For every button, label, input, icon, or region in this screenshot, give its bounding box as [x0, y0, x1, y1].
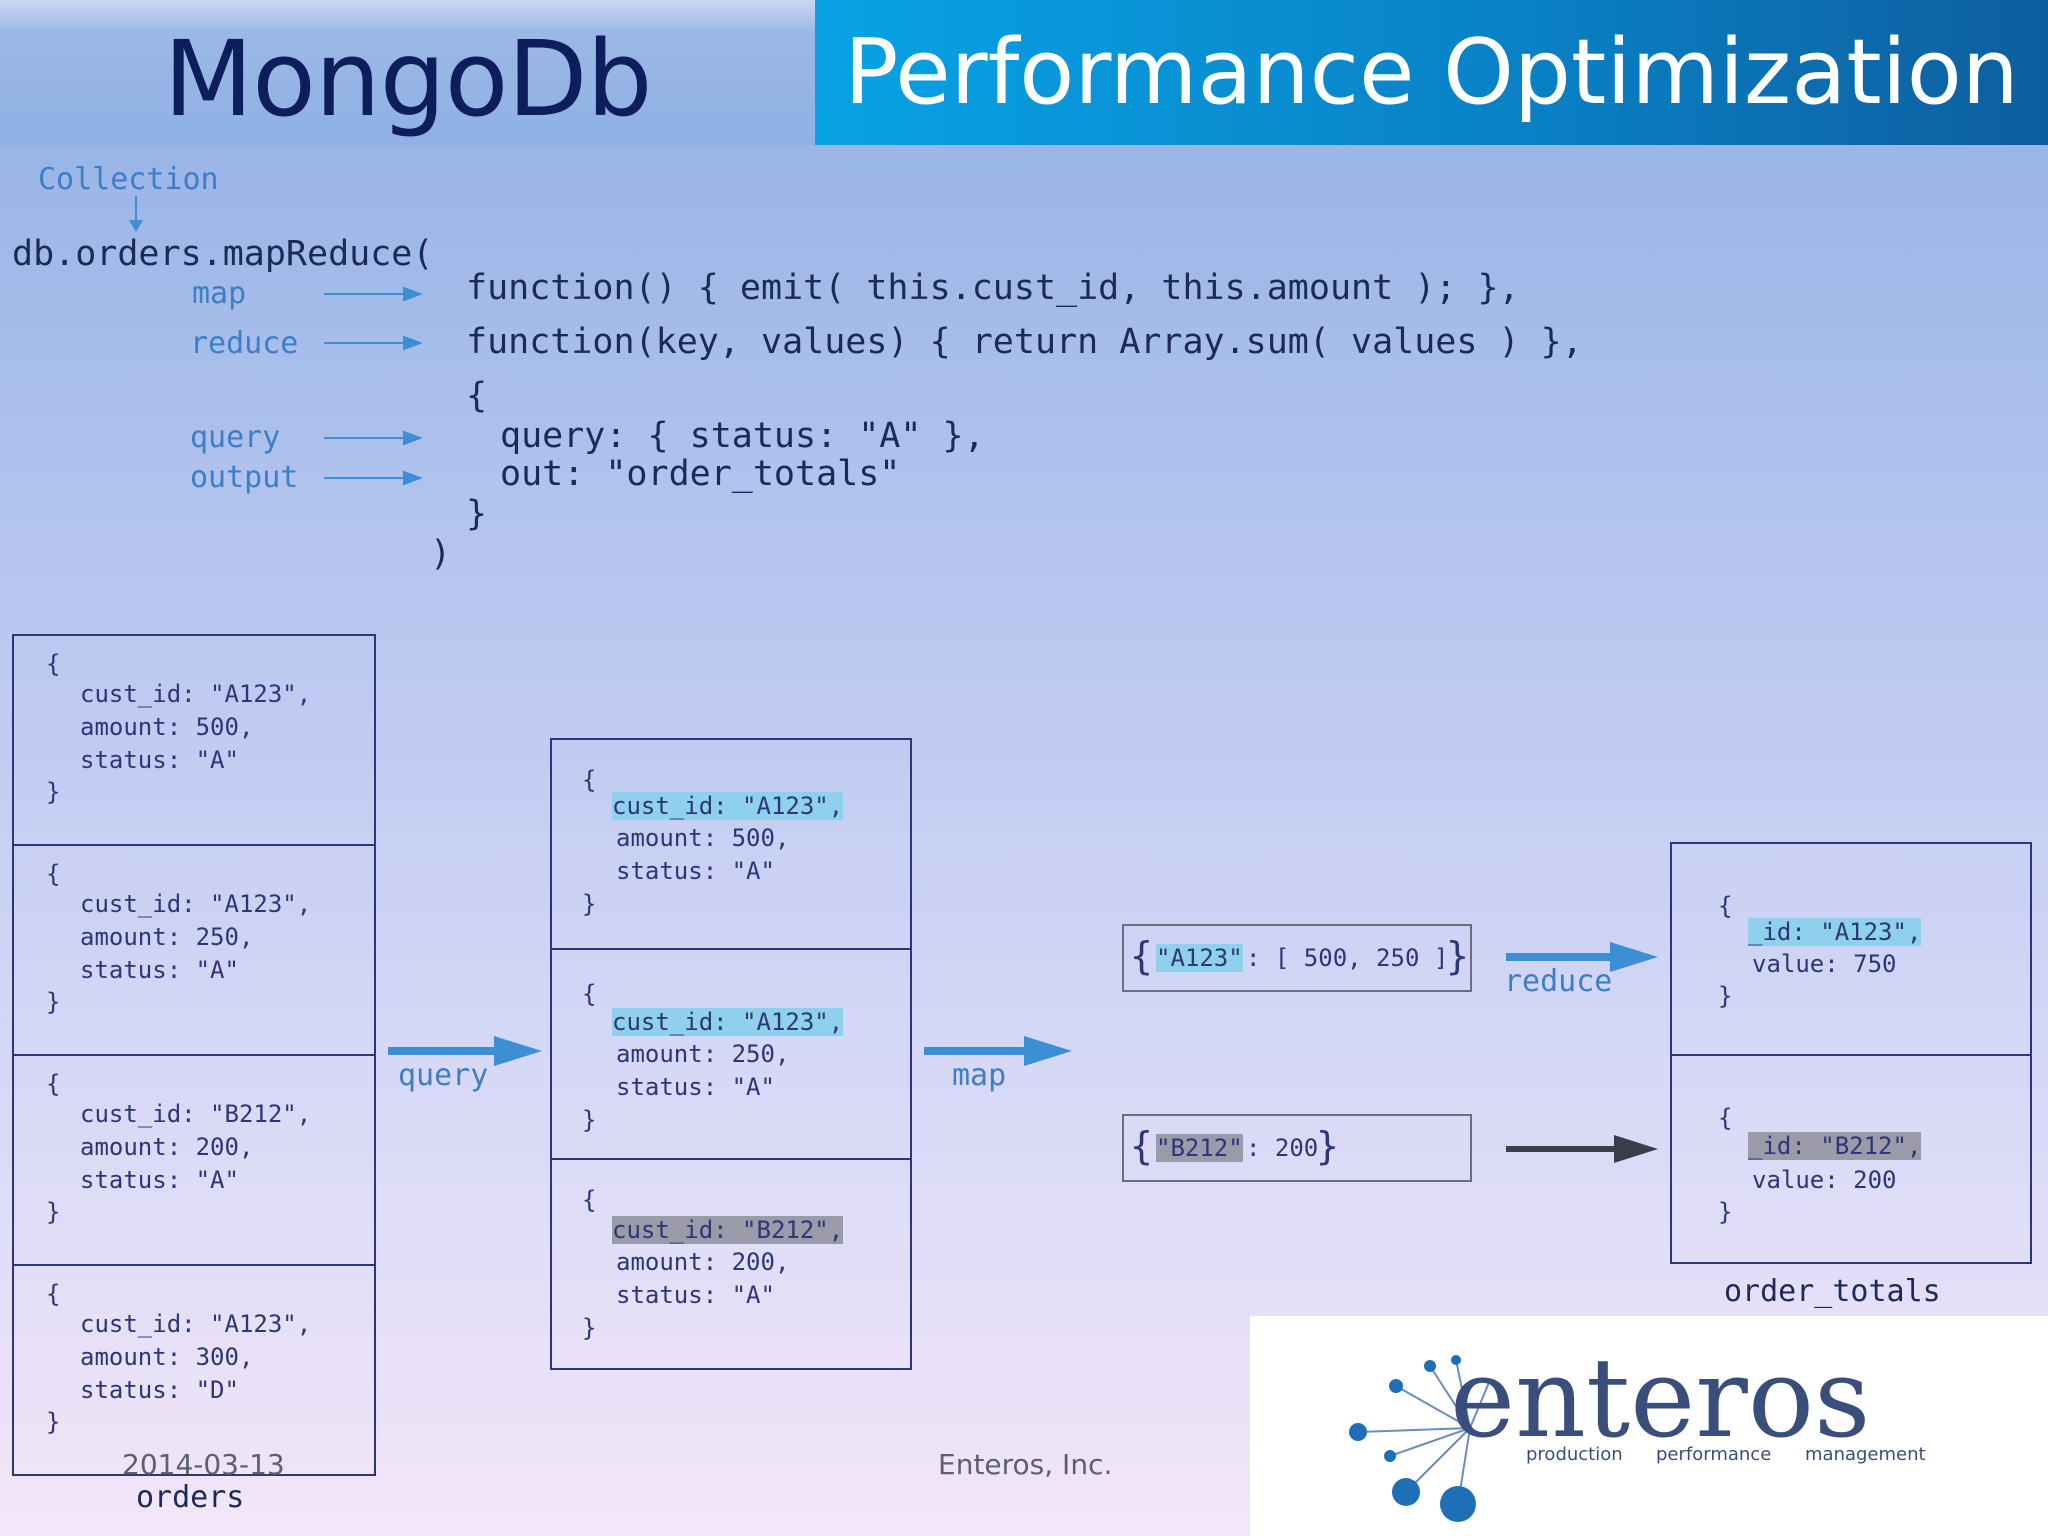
reduce-function: function(key, values) { return Array.sum… [466, 322, 1583, 362]
title-right-panel [815, 0, 2048, 145]
title-left-stripe [0, 0, 815, 30]
logo-network-icon [1349, 1355, 1491, 1522]
filtered-doc-3: { cust_id: "B212", amount: 200, status: … [550, 1158, 912, 1370]
result-doc-2-value: value: 200 [1752, 1166, 1897, 1194]
orders-doc-2: { cust_id: "A123", amount: 250, status: … [12, 844, 376, 1054]
orders-doc-2-amount: amount: 250, [80, 923, 254, 951]
result-doc-1: { _id: "A123", value: 750 } [1670, 842, 2032, 1054]
enteros-logo: enteros production performance managemen… [1250, 1316, 2048, 1536]
mapped-a123-key: "A123" [1156, 944, 1243, 972]
reduce-flow-label: reduce [1504, 964, 1613, 999]
page-title: MongoDb [163, 18, 652, 140]
orders-label: orders [136, 1480, 245, 1515]
orders-doc-4-amount: amount: 300, [80, 1343, 254, 1371]
orders-doc-1-cust-id: cust_id: "A123", [80, 680, 312, 708]
mapreduce-call: db.orders.mapReduce( [12, 234, 434, 274]
mapped-a123: { "A123" : [ 500, 250 ] } [1122, 924, 1472, 992]
orders-doc-1: { cust_id: "A123", amount: 500, status: … [12, 634, 376, 844]
orders-doc-3-cust-id: cust_id: "B212", [80, 1100, 312, 1128]
options-open-brace: { [466, 376, 488, 416]
passthrough-arrow-icon [1506, 1135, 1658, 1163]
filtered-doc-1: { cust_id: "A123", amount: 500, status: … [550, 738, 912, 948]
query-flow-label: query [398, 1058, 489, 1093]
code-label-arrows [324, 286, 422, 486]
map-flow-label: map [952, 1058, 1007, 1093]
reduce-flow-arrow-icon [1506, 942, 1658, 972]
footer-company: Enteros, Inc. [938, 1448, 1113, 1481]
orders-doc-4-status: status: "D" [80, 1376, 239, 1404]
filtered-doc-3-status: status: "A" [616, 1281, 775, 1309]
call-close-paren: ) [430, 534, 452, 574]
label-output: output [190, 460, 299, 495]
mapped-b212: { "B212" : 200 } [1122, 1114, 1472, 1182]
order-totals-label: order_totals [1724, 1274, 1941, 1309]
filtered-doc-2: { cust_id: "A123", amount: 250, status: … [550, 948, 912, 1158]
orders-doc-2-cust-id: cust_id: "A123", [80, 890, 312, 918]
collection-label: Collection [38, 162, 219, 197]
options-close-brace: } [466, 494, 488, 534]
orders-doc-4: { cust_id: "A123", amount: 300, status: … [12, 1264, 376, 1476]
footer-date: 2014-03-13 [122, 1448, 285, 1481]
orders-doc-1-amount: amount: 500, [80, 713, 254, 741]
logo-tagline-2: performance [1656, 1444, 1772, 1465]
orders-doc-4-cust-id: cust_id: "A123", [80, 1310, 312, 1338]
query-option: query: { status: "A" }, [500, 416, 985, 456]
filtered-doc-2-status: status: "A" [616, 1073, 775, 1101]
orders-doc-1-status: status: "A" [80, 746, 239, 774]
result-doc-2-id: _id: "B212", [1748, 1132, 1922, 1160]
orders-doc-3-amount: amount: 200, [80, 1133, 254, 1161]
result-doc-1-id: _id: "A123", [1748, 918, 1922, 946]
filtered-doc-3-cust-id: cust_id: "B212", [612, 1216, 844, 1244]
mapped-b212-value: : 200 [1246, 1134, 1319, 1162]
out-option: out: "order_totals" [500, 454, 901, 494]
logo-tagline-1: production [1526, 1444, 1623, 1465]
mapped-a123-values: : [ 500, 250 ] [1246, 944, 1449, 972]
filtered-doc-1-cust-id: cust_id: "A123", [612, 792, 844, 820]
query-flow-arrow-icon [388, 1036, 542, 1066]
label-map: map [192, 276, 247, 311]
orders-doc-3-status: status: "A" [80, 1166, 239, 1194]
filtered-doc-2-cust-id: cust_id: "A123", [612, 1008, 844, 1036]
logo-tagline-3: management [1805, 1444, 1926, 1465]
logo-wordmark: enteros [1450, 1334, 1871, 1462]
label-reduce: reduce [190, 326, 299, 361]
filtered-doc-1-amount: amount: 500, [616, 824, 790, 852]
map-function: function() { emit( this.cust_id, this.am… [466, 268, 1520, 308]
label-query: query [190, 420, 281, 455]
filtered-doc-1-status: status: "A" [616, 857, 775, 885]
filtered-doc-3-amount: amount: 200, [616, 1248, 790, 1276]
result-doc-2: { _id: "B212", value: 200 } [1670, 1054, 2032, 1264]
collection-arrow-icon [129, 196, 143, 232]
map-flow-arrow-icon [924, 1036, 1072, 1066]
result-doc-1-value: value: 750 [1752, 950, 1897, 978]
filtered-doc-2-amount: amount: 250, [616, 1040, 790, 1068]
page-subtitle: Performance Optimization [844, 20, 2019, 125]
orders-doc-3: { cust_id: "B212", amount: 200, status: … [12, 1054, 376, 1264]
mapped-b212-key: "B212" [1156, 1134, 1243, 1162]
orders-doc-2-status: status: "A" [80, 956, 239, 984]
